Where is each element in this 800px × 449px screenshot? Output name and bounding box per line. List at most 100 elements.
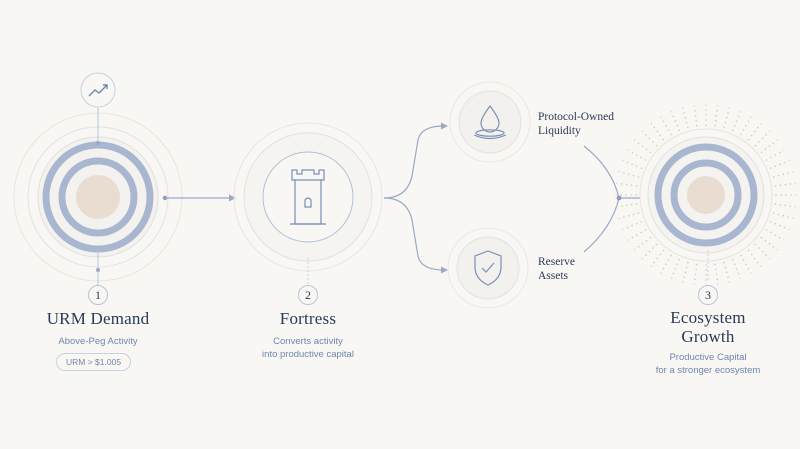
halo-dot [618, 217, 620, 219]
halo-dot [761, 250, 764, 253]
halo-dot [735, 268, 738, 270]
halo-dot [630, 204, 633, 206]
halo-dot [742, 259, 745, 261]
halo-dot [705, 124, 707, 126]
halo-dot [770, 231, 772, 234]
halo-dot [696, 124, 698, 127]
halo-dot [733, 263, 736, 266]
halo-dot [632, 174, 635, 177]
halo-dot [682, 281, 684, 283]
growth-target [639, 128, 773, 262]
halo-dot [784, 183, 787, 186]
halo-dot [776, 249, 779, 251]
halo-dot [641, 258, 644, 260]
halo-dot [745, 124, 747, 127]
halo-dot [715, 119, 717, 122]
halo-dot [674, 120, 677, 122]
halo-dot [637, 142, 640, 145]
fortress-subtitle-line2: into productive capital [262, 349, 354, 360]
halo-dot [627, 239, 629, 241]
halo-dot [616, 206, 618, 208]
halo-dot [694, 109, 696, 112]
halo-dot [652, 141, 654, 143]
halo-dot [778, 236, 781, 239]
halo-dot [725, 271, 728, 274]
halo-dot [777, 213, 780, 216]
halo-dot [705, 119, 707, 121]
halo-dot [685, 121, 688, 124]
halo-dot [790, 194, 792, 196]
halo-dot [672, 115, 675, 118]
halo-dot [631, 236, 634, 239]
halo-dot [735, 120, 738, 122]
branch-connectors [383, 125, 445, 271]
urm-demand-title: URM Demand [46, 309, 150, 328]
halo-dot [740, 254, 742, 257]
halo-dot [644, 229, 647, 231]
halo-dot [653, 261, 656, 264]
halo-dot [635, 203, 638, 205]
halo-dot [769, 167, 772, 169]
halo-dot [635, 165, 638, 168]
halo-dot [615, 194, 617, 196]
halo-dot [705, 109, 707, 111]
halo-dot [725, 116, 728, 119]
halo-dot [747, 267, 750, 270]
halo-dot [760, 265, 762, 267]
urm-price-badge: URM > $1.005 [56, 353, 132, 371]
halo-dot [739, 277, 742, 279]
halo-dot [772, 142, 775, 145]
halo-dot [769, 221, 772, 223]
halo-dot [695, 268, 697, 271]
halo-dot [622, 228, 624, 230]
halo-dot [678, 129, 680, 132]
halo-dot [616, 182, 618, 184]
halo-dot [789, 183, 792, 185]
halo-dot [655, 144, 658, 147]
halo-dot [774, 222, 777, 225]
halo-dot [742, 129, 745, 131]
halo-dot [785, 194, 787, 196]
halo-dot [671, 111, 673, 113]
halo-dot [716, 109, 718, 112]
halo-dot [774, 165, 777, 168]
halo-dot [641, 242, 644, 245]
halo-dot [627, 214, 630, 217]
halo-dot [764, 148, 767, 151]
halo-dot [637, 176, 640, 178]
halo-dot [635, 185, 638, 187]
halo-dot [684, 116, 687, 119]
halo-dot [715, 273, 718, 276]
halo-dot [776, 139, 779, 141]
halo-dot [765, 254, 767, 256]
halo-dot [640, 156, 642, 159]
halo-dot [627, 173, 630, 176]
halo-dot [631, 163, 633, 166]
halo-dot [648, 137, 651, 140]
halo-dot [645, 239, 648, 242]
halo-dot [728, 107, 730, 109]
halo-dot [724, 266, 727, 269]
halo-dot [637, 212, 640, 214]
halo-dot [674, 268, 677, 270]
halo-dot [787, 172, 789, 174]
halo-dot [723, 126, 725, 129]
halo-dot [727, 112, 729, 114]
halo-dot [662, 267, 665, 270]
halo-dot [620, 194, 622, 196]
fortress-subtitle-line1: Converts activity [273, 336, 343, 347]
halo-dot [630, 194, 632, 196]
fortress-title: Fortress [279, 309, 337, 328]
halo-dot [747, 138, 750, 141]
halo-dot [794, 206, 796, 208]
halo-dot [635, 154, 638, 156]
halo-dot [635, 194, 637, 196]
halo-dot [768, 242, 771, 245]
halo-dot [659, 253, 662, 256]
halo-dot [754, 243, 757, 246]
halo-dot [635, 222, 638, 225]
step-number-2: 2 [298, 285, 318, 305]
halo-dot [705, 264, 707, 266]
halo-dot [769, 258, 771, 260]
